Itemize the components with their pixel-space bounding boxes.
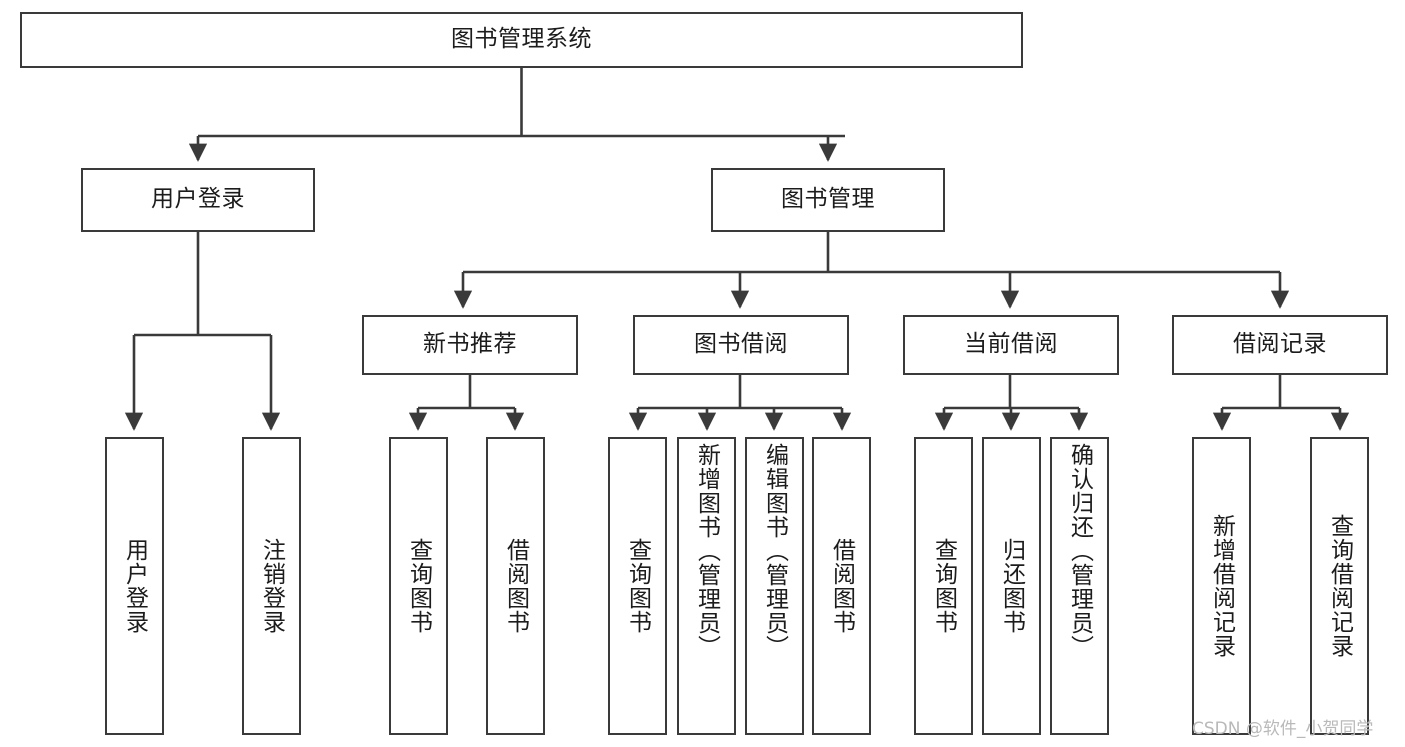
node-label: 用户登录 bbox=[151, 186, 245, 213]
node-new-book-recommend[interactable]: 新书推荐 bbox=[362, 315, 578, 375]
node-root-system[interactable]: 图书管理系统 bbox=[20, 12, 1023, 68]
leaf-currentborrow-confirm-return-admin[interactable]: 确认归还（管理员） bbox=[1050, 437, 1109, 735]
node-label: 图书管理系统 bbox=[451, 26, 592, 53]
node-borrow-record[interactable]: 借阅记录 bbox=[1172, 315, 1388, 375]
leaf-newbook-borrow-book[interactable]: 借阅图书 bbox=[486, 437, 545, 735]
leaf-user-login-signin[interactable]: 用户登录 bbox=[105, 437, 164, 735]
node-label: 编辑图书（管理员） bbox=[761, 443, 788, 659]
node-label: 注销登录 bbox=[258, 538, 285, 634]
node-label: 归还图书 bbox=[998, 538, 1025, 634]
leaf-bookborrow-query-book[interactable]: 查询图书 bbox=[608, 437, 667, 735]
node-label: 新增借阅记录 bbox=[1208, 514, 1235, 658]
leaf-borrowrecord-add-record[interactable]: 新增借阅记录 bbox=[1192, 437, 1251, 735]
node-label: 借阅记录 bbox=[1233, 331, 1327, 358]
node-label: 借阅图书 bbox=[502, 538, 529, 634]
node-book-manage[interactable]: 图书管理 bbox=[711, 168, 945, 232]
node-label: 新增图书（管理员） bbox=[693, 443, 720, 659]
node-label: 查询图书 bbox=[930, 538, 957, 634]
node-label: 查询图书 bbox=[624, 538, 651, 634]
node-label: 当前借阅 bbox=[964, 331, 1058, 358]
node-label: 用户登录 bbox=[121, 538, 148, 634]
csdn-watermark: CSDN @软件_小贺同学 bbox=[1192, 719, 1374, 739]
node-label: 图书借阅 bbox=[694, 331, 788, 358]
node-label: 新书推荐 bbox=[423, 331, 517, 358]
node-current-borrow[interactable]: 当前借阅 bbox=[903, 315, 1119, 375]
leaf-user-login-signout[interactable]: 注销登录 bbox=[242, 437, 301, 735]
node-label: 确认归还（管理员） bbox=[1066, 443, 1093, 659]
leaf-newbook-query-book[interactable]: 查询图书 bbox=[389, 437, 448, 735]
node-book-borrow[interactable]: 图书借阅 bbox=[633, 315, 849, 375]
leaf-borrowrecord-query-record[interactable]: 查询借阅记录 bbox=[1310, 437, 1369, 735]
node-label: 查询借阅记录 bbox=[1326, 514, 1353, 658]
leaf-currentborrow-return-book[interactable]: 归还图书 bbox=[982, 437, 1041, 735]
leaf-bookborrow-borrow-book[interactable]: 借阅图书 bbox=[812, 437, 871, 735]
node-label: 借阅图书 bbox=[828, 538, 855, 634]
leaf-currentborrow-query-book[interactable]: 查询图书 bbox=[914, 437, 973, 735]
node-label: 图书管理 bbox=[781, 186, 875, 213]
node-user-login[interactable]: 用户登录 bbox=[81, 168, 315, 232]
leaf-bookborrow-edit-book-admin[interactable]: 编辑图书（管理员） bbox=[745, 437, 804, 735]
node-label: 查询图书 bbox=[405, 538, 432, 634]
leaf-bookborrow-add-book-admin[interactable]: 新增图书（管理员） bbox=[677, 437, 736, 735]
